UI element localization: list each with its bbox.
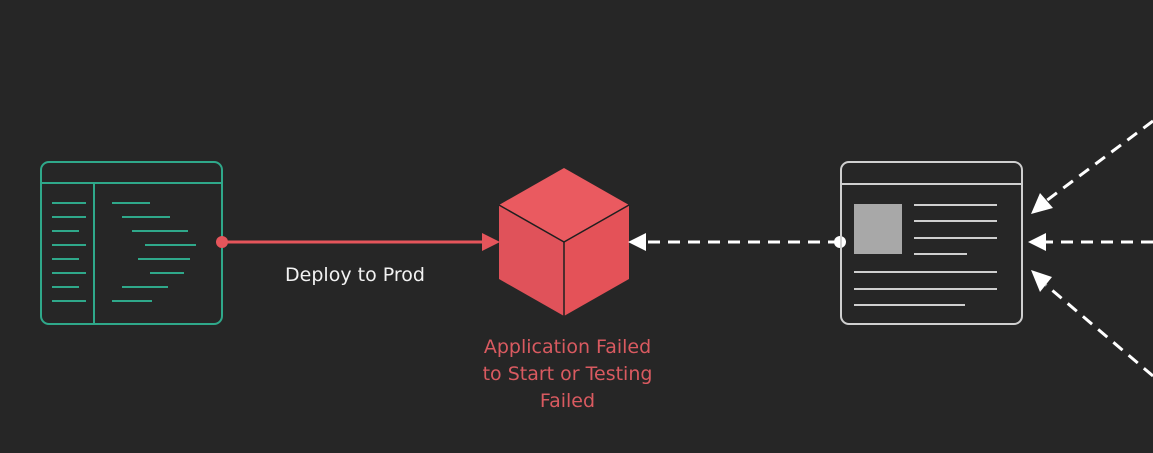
incoming-arrowhead-middle <box>1028 233 1046 251</box>
deploy-arrow <box>216 233 500 251</box>
incoming-arrow-bottom <box>1045 283 1153 378</box>
incoming-arrows <box>1045 119 1153 378</box>
webpage-icon <box>840 161 1023 325</box>
incoming-arrowhead-bottom <box>1031 270 1052 292</box>
deploy-label: Deploy to Prod <box>285 264 425 286</box>
incoming-arrow-top <box>1045 119 1153 203</box>
failure-status-label: Application Failed to Start or Testing F… <box>455 334 680 415</box>
code-editor-icon <box>40 161 223 325</box>
cube-icon <box>498 168 630 316</box>
incoming-arrowheads <box>1028 193 1053 292</box>
image-placeholder <box>854 204 902 254</box>
code-lines <box>112 202 196 302</box>
failure-status-line-2: to Start or Testing <box>482 363 653 385</box>
failure-status-line-3: Failed <box>539 390 596 412</box>
request-arrowhead <box>628 233 646 251</box>
deploy-arrowhead <box>482 233 500 251</box>
text-lines <box>854 204 997 306</box>
request-arrow <box>628 233 846 251</box>
deploy-start-dot <box>216 236 228 248</box>
failure-status-line-1: Application Failed <box>483 336 652 358</box>
incoming-arrowhead-top <box>1031 193 1053 214</box>
line-numbers <box>52 202 86 302</box>
